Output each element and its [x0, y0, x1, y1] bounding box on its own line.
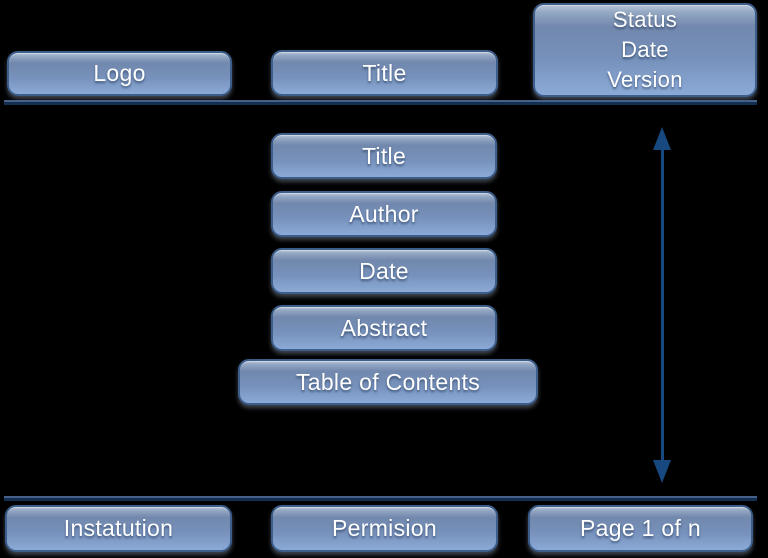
body-abstract-box: Abstract: [271, 305, 497, 351]
date-line: Date: [621, 37, 669, 62]
status-line: Status: [612, 7, 678, 32]
status-date-version-box: Status Date Version: [533, 3, 757, 97]
arrow-shaft: [660, 150, 664, 460]
table-of-contents-box: Table of Contents: [238, 359, 538, 405]
header-divider-line: [4, 100, 757, 105]
arrowhead-down-icon: [653, 460, 671, 483]
body-date-box: Date: [271, 248, 497, 294]
institution-box: Instatution: [5, 505, 232, 552]
logo-box: Logo: [7, 51, 232, 96]
permission-box: Permision: [271, 505, 498, 552]
footer-divider-line: [4, 496, 757, 501]
header-title-box: Title: [271, 50, 498, 96]
page-number-box: Page 1 of n: [528, 505, 753, 552]
vertical-double-arrow: [652, 127, 672, 483]
arrowhead-up-icon: [653, 127, 671, 150]
body-title-box: Title: [271, 133, 497, 179]
body-author-box: Author: [271, 191, 497, 237]
version-line: Version: [607, 67, 683, 92]
